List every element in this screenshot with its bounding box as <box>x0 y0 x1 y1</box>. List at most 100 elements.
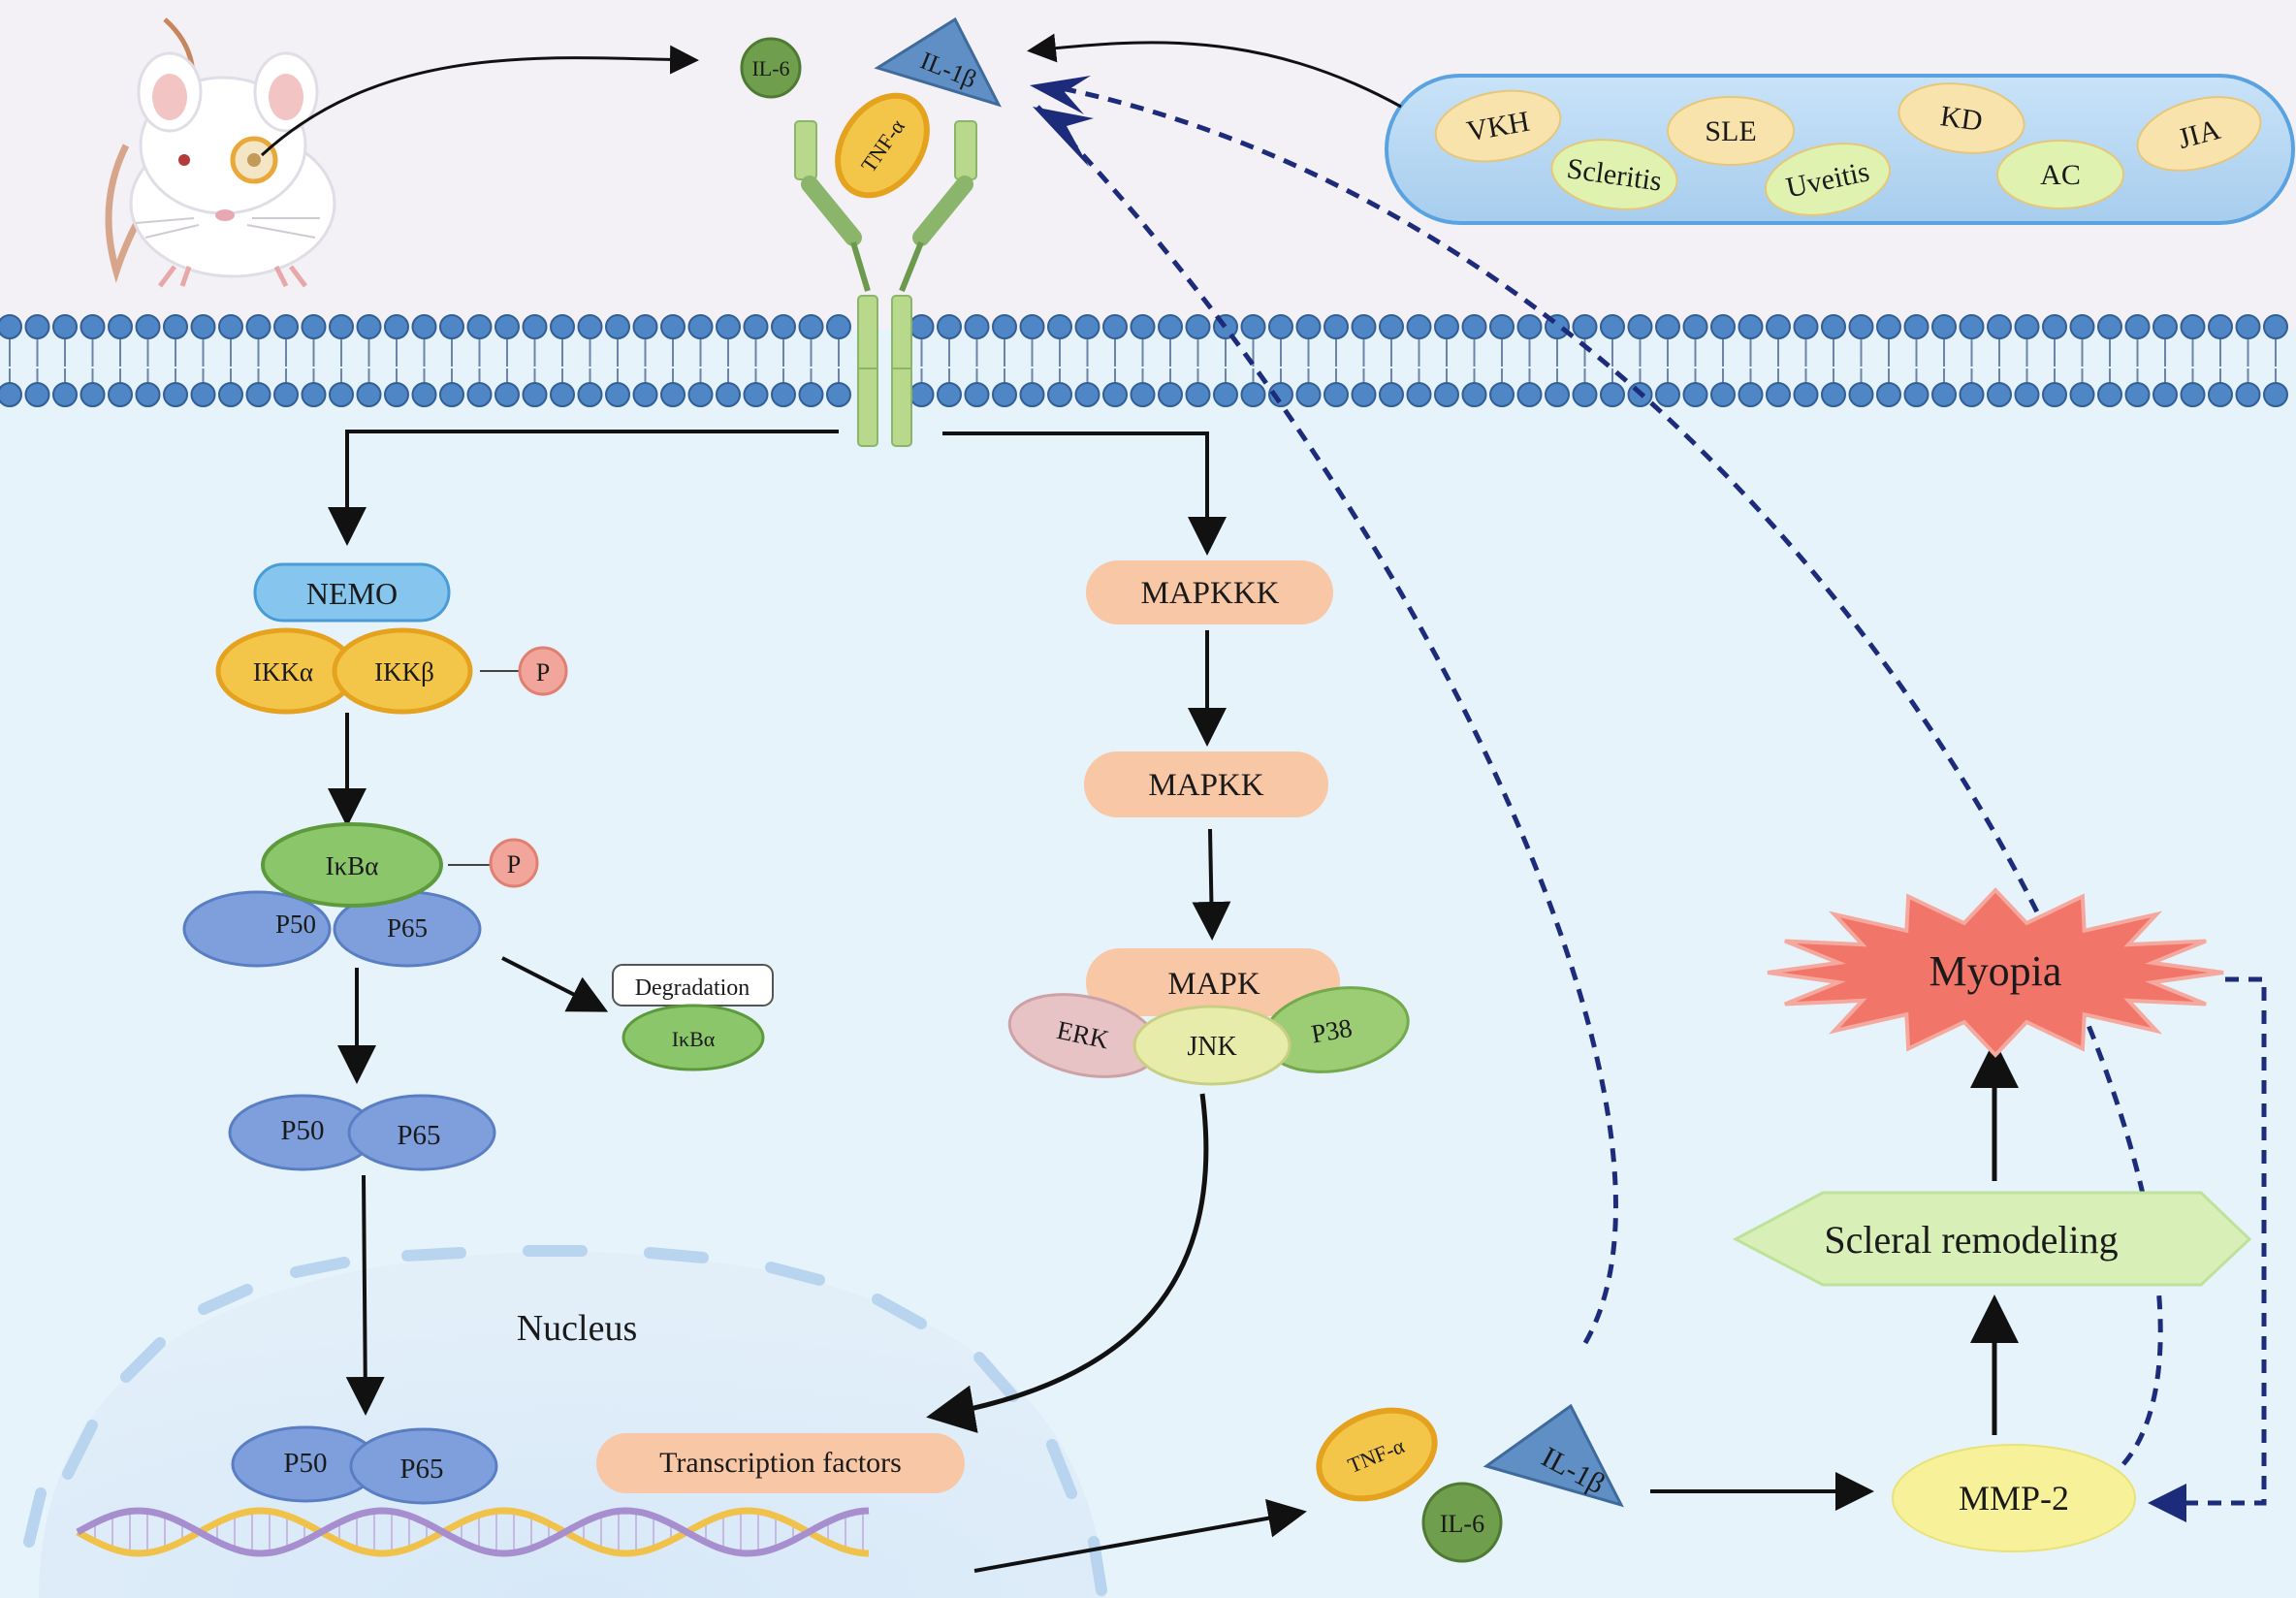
lipid-head <box>1240 314 1266 339</box>
lipid-head <box>1130 382 1156 407</box>
lipid-head <box>2152 314 2178 339</box>
lipid-head <box>1406 382 1432 407</box>
lipid-head <box>1987 314 2012 339</box>
lipid-head <box>2042 314 2067 339</box>
lipid-head <box>1240 382 1266 407</box>
tnfa-output: TNF-α <box>1316 1407 1438 1502</box>
lipid-head <box>632 382 658 407</box>
lipid-head <box>1489 382 1515 407</box>
lipid-head <box>218 314 243 339</box>
lipid-head <box>1821 314 1846 339</box>
lipid-head <box>964 382 990 407</box>
lipid-head <box>2069 314 2095 339</box>
lipid-head <box>771 382 796 407</box>
lipid-head <box>1903 382 1929 407</box>
lipid-head <box>1268 382 1293 407</box>
lipid-head <box>24 314 50 339</box>
lipid-head <box>2152 382 2178 407</box>
lipid-head <box>0 382 22 407</box>
nuclear-envelope-pore <box>872 1294 927 1329</box>
cell-membrane <box>0 314 2288 407</box>
lipid-head <box>439 382 464 407</box>
lipid-head <box>798 382 824 407</box>
phosphate-icon <box>489 838 539 888</box>
lipid-head <box>1351 382 1377 407</box>
nuclear-envelope-pore <box>973 1352 1019 1402</box>
lipid-head <box>108 314 133 339</box>
mouse-to-cytokine-arrow <box>260 45 699 157</box>
lipid-head <box>909 382 935 407</box>
disease-ac: AC <box>1996 140 2124 209</box>
nuclear-p50-p65: P50 P65 <box>231 1425 498 1505</box>
lipid-head <box>937 382 962 407</box>
lipid-head <box>550 382 575 407</box>
lipid-head <box>771 314 796 339</box>
lipid-head <box>2235 314 2261 339</box>
jnk <box>1132 1005 1292 1086</box>
svg-text:MAPKKK: MAPKKK <box>1140 576 1279 611</box>
svg-text:SLE: SLE <box>1705 115 1756 147</box>
mapkk-box: MAPKK <box>1084 751 1328 817</box>
lipid-head <box>1682 382 1708 407</box>
lipid-head <box>1185 314 1211 339</box>
dashed-feedback-arrow-left <box>1036 105 1618 1345</box>
lipid-head <box>1710 314 1736 339</box>
svg-text:P: P <box>536 658 550 687</box>
lipid-head <box>494 314 520 339</box>
lipid-head <box>1627 314 1653 339</box>
il1b-top: IL-1β <box>874 16 1002 108</box>
svg-text:P65: P65 <box>399 1454 443 1485</box>
lipid-head <box>2014 314 2040 339</box>
lipid-head <box>577 382 603 407</box>
svg-text:P50: P50 <box>275 910 316 939</box>
lipid-head <box>301 314 327 339</box>
disease-to-cytokine-arrow <box>1027 33 1402 109</box>
lipid-head <box>2014 382 2040 407</box>
phosphate-icon <box>518 646 568 696</box>
lipid-head <box>937 314 962 339</box>
il6-top: IL-6 <box>740 37 802 99</box>
lipid-head <box>1572 382 1598 407</box>
lipid-head <box>80 382 106 407</box>
lipid-head <box>1295 382 1322 407</box>
lipid-head <box>2208 382 2233 407</box>
lipid-head <box>716 382 741 407</box>
lipid-head <box>1766 314 1791 339</box>
lipid-head <box>1572 314 1598 339</box>
lipid-head <box>605 314 630 339</box>
lipid-head <box>2180 382 2206 407</box>
lipid-head <box>2097 382 2122 407</box>
arrowhead-icon <box>1030 76 1091 114</box>
dimer-to-nucleus-arrow <box>345 1174 385 1416</box>
nucleus: Nucleus <box>23 1245 1107 1598</box>
lipid-head <box>1655 314 1680 339</box>
svg-text:IL-6: IL-6 <box>1440 1510 1484 1538</box>
nucleus-to-cytokines-arrow <box>973 1498 1307 1573</box>
lipid-head <box>1461 314 1487 339</box>
lipid-head <box>1130 314 1156 339</box>
lipid-head <box>1295 314 1322 339</box>
nuclear-envelope-pore <box>290 1257 350 1278</box>
lipid-head <box>1268 314 1293 339</box>
lipid-head <box>2042 382 2067 407</box>
lipid-head <box>1019 314 1045 339</box>
lipid-head <box>632 314 658 339</box>
lipid-head <box>1102 314 1128 339</box>
svg-text:IκBα: IκBα <box>326 851 379 880</box>
lipid-head <box>2124 314 2151 339</box>
lipid-head <box>2208 314 2233 339</box>
lipid-head <box>1351 314 1377 339</box>
svg-text:AC: AC <box>2040 159 2081 191</box>
lipid-head <box>1158 382 1183 407</box>
lipid-head <box>964 314 990 339</box>
lipid-head <box>1074 382 1100 407</box>
lipid-head <box>1821 382 1846 407</box>
lipid-head <box>2180 314 2206 339</box>
lipid-head <box>1876 382 1901 407</box>
dna-strand <box>76 1507 870 1557</box>
lipid-head <box>2235 382 2261 407</box>
lipid-head <box>1185 382 1211 407</box>
lipid-head <box>1682 314 1708 339</box>
lipid-head <box>2263 382 2288 407</box>
svg-text:JNK: JNK <box>1187 1032 1236 1062</box>
